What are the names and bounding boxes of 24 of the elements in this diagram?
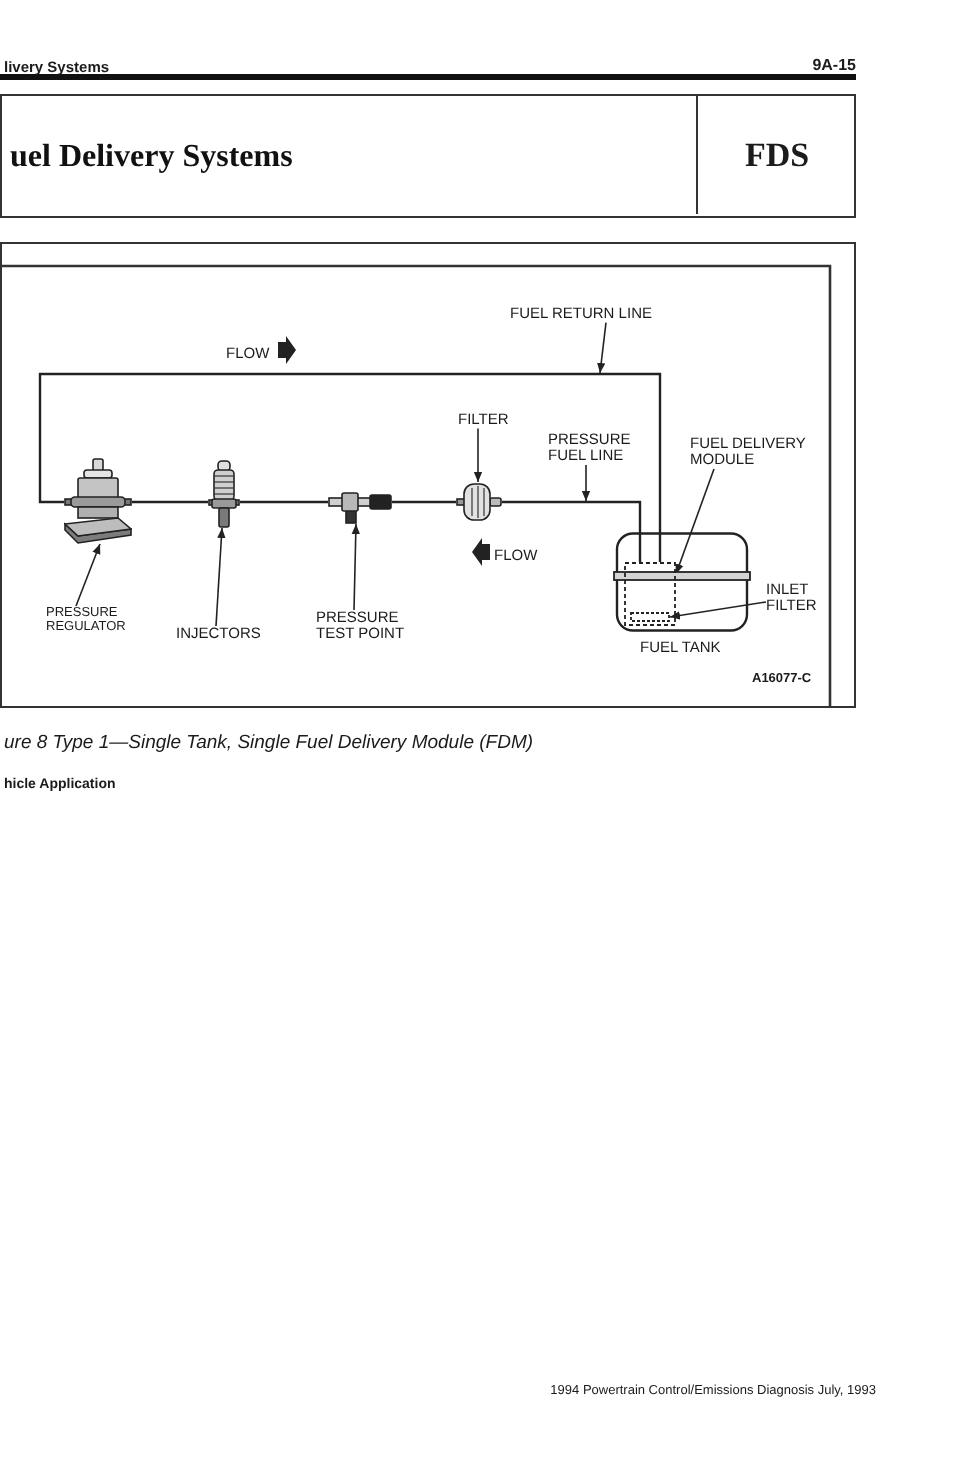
section-code: FDS: [696, 96, 856, 214]
fuel-filter: [456, 482, 502, 522]
leader-line: [597, 321, 607, 374]
leader-line: [351, 523, 360, 611]
leader-line: [75, 543, 101, 607]
delivery-module-outline: [624, 562, 676, 626]
fuel-line: [392, 500, 456, 504]
fuel-line: [38, 372, 662, 562]
leader-line: [669, 601, 767, 620]
fuel-line: [502, 500, 642, 562]
leader-line: [581, 464, 591, 502]
page-number: 9A-15: [812, 56, 856, 74]
test-point-fitting: [328, 488, 392, 524]
leader-line: [675, 468, 715, 575]
page-title: uel Delivery Systems: [10, 140, 293, 176]
leader-line: [215, 527, 226, 627]
fuel-line: [132, 500, 208, 504]
fuel-injector: [208, 460, 240, 528]
figure-caption: ure 8 Type 1—Single Tank, Single Fuel Delivery Module (FDM): [4, 732, 534, 754]
fuel-line: [240, 500, 328, 504]
pressure-regulator: [64, 458, 132, 544]
leader-line: [473, 427, 483, 483]
inlet-filter: [630, 612, 670, 622]
fuel-tank: [612, 532, 752, 632]
